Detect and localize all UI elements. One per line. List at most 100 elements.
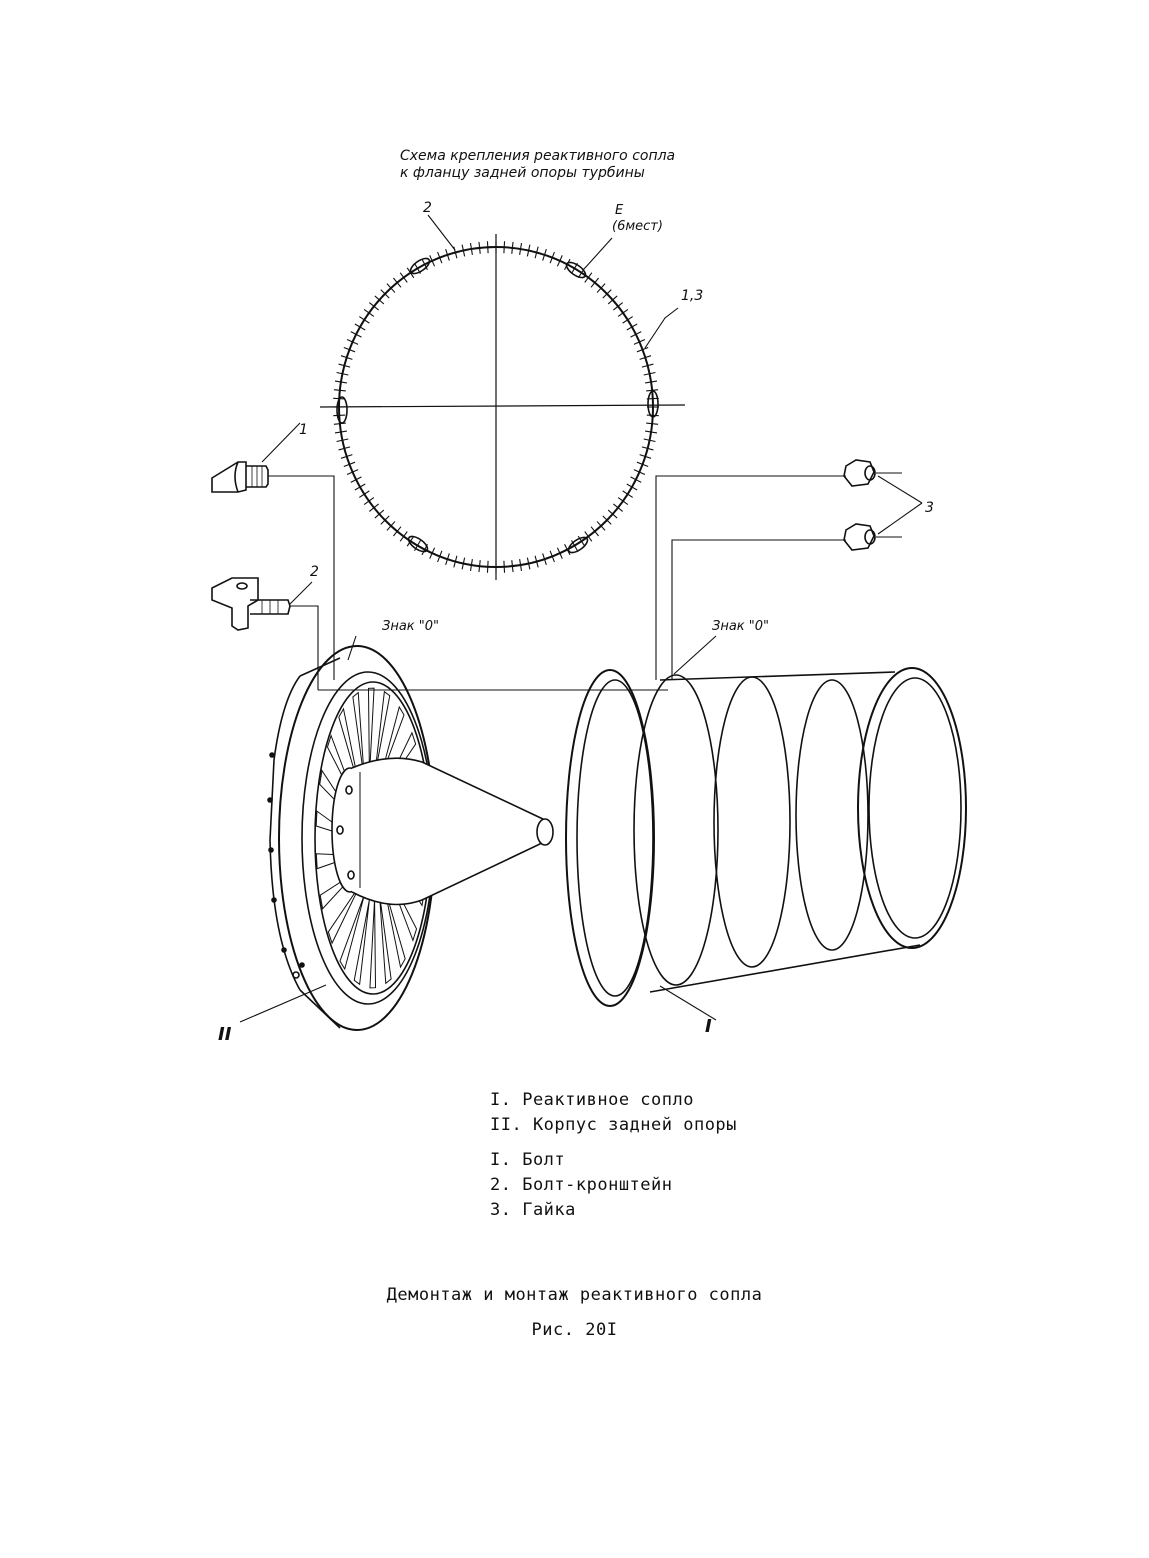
circle-tick	[346, 469, 359, 476]
nut-part-3	[655, 459, 923, 680]
circle-tick	[602, 289, 612, 299]
circle-tick	[549, 251, 555, 264]
circle-tick	[350, 331, 362, 338]
circle-tick	[617, 308, 629, 317]
turbine-vane	[378, 894, 392, 985]
circle-tick	[392, 277, 402, 288]
circle-tick	[340, 355, 353, 360]
circle-tick	[338, 446, 351, 451]
circle-tick	[534, 555, 539, 568]
circle-tick	[639, 454, 652, 459]
circle-tick	[478, 560, 481, 573]
turbine-vane	[327, 884, 361, 945]
circle-tick	[622, 490, 634, 498]
circle-tick	[363, 497, 375, 506]
callout-roman-2: II	[218, 1024, 232, 1045]
circle-tick	[641, 363, 654, 368]
circle-tick	[429, 255, 436, 267]
circle-tick	[358, 316, 370, 324]
circle-tick	[556, 255, 563, 267]
circle-tick	[354, 323, 366, 331]
circle-tick	[584, 531, 593, 542]
circle-tick	[336, 371, 349, 376]
callout-1-3: 1,3	[681, 288, 703, 304]
circle-tick	[596, 283, 606, 293]
circle-tick	[645, 380, 658, 384]
legend-item-nozzle: I. Реактивное сопло	[490, 1090, 694, 1110]
circle-tick	[643, 371, 656, 376]
circle-tick	[334, 430, 347, 434]
circle-tick	[626, 323, 638, 331]
turbine-vane	[383, 884, 406, 969]
circle-tick	[646, 422, 659, 425]
turbine-vane	[369, 899, 377, 989]
turbine-vane	[352, 691, 366, 782]
circle-tick	[534, 246, 539, 259]
circle-tick	[526, 557, 531, 570]
circle-tick	[646, 389, 659, 392]
circle-tick	[399, 272, 408, 283]
circle-tick	[368, 503, 379, 512]
circle-tick	[478, 241, 481, 254]
circle-tick	[469, 559, 473, 572]
circle-tick	[511, 560, 514, 573]
circle-tick	[590, 277, 600, 288]
circle-tick	[556, 547, 563, 559]
circle-tick	[542, 553, 547, 566]
turbine-vane	[319, 871, 358, 910]
circle-tick	[358, 490, 370, 498]
circle-tick	[380, 289, 390, 299]
circle-tick	[519, 242, 523, 255]
circle-tick	[486, 241, 489, 254]
circle-tick	[630, 331, 642, 338]
circle-tick	[626, 483, 638, 491]
circle-tick	[469, 242, 473, 255]
callout-3: 3	[925, 500, 934, 516]
circle-tick	[368, 302, 379, 311]
circle-tick	[645, 430, 658, 434]
circle-tick	[386, 283, 396, 293]
zero-mark-left: Знак "0"	[382, 619, 439, 634]
circle-tick	[542, 248, 547, 261]
callout-2-scheme: 2	[423, 200, 432, 216]
circle-tick	[590, 526, 600, 537]
bolt-bracket-part-2	[211, 577, 319, 690]
mount-place-marker	[336, 257, 659, 554]
circle-tick	[622, 316, 634, 324]
legend-item-bolt-bracket: 2. Болт-кронштейн	[490, 1175, 673, 1195]
turbine-vane	[378, 705, 405, 782]
circle-tick	[336, 438, 349, 443]
circle-tick	[437, 251, 443, 264]
scheme-title-line2: к фланцу задней опоры турбины	[400, 165, 645, 181]
circle-tick	[641, 446, 654, 451]
circle-tick	[333, 422, 346, 425]
scheme-title-line1: Схема крепления реактивного сопла	[400, 148, 675, 164]
legend-item-housing: II. Корпус задней опоры	[490, 1115, 737, 1135]
circle-tick	[350, 476, 362, 483]
circle-tick	[636, 461, 649, 468]
circle-tick	[445, 553, 450, 566]
circle-tick	[461, 244, 466, 257]
legend-item-nut: 3. Гайка	[490, 1200, 576, 1220]
circle-tick	[639, 355, 652, 360]
circle-tick	[445, 248, 450, 261]
circle-tick	[392, 526, 402, 537]
circle-tick	[630, 476, 642, 483]
circle-tick	[602, 515, 612, 525]
circle-tick	[346, 338, 359, 345]
circle-tick	[340, 454, 353, 459]
jet-nozzle	[318, 635, 967, 1021]
circle-tick	[399, 531, 408, 542]
turbine-vane	[374, 690, 391, 777]
circle-tick	[646, 414, 659, 417]
circle-tick	[549, 550, 555, 563]
circle-tick	[429, 547, 436, 559]
circle-tick	[453, 555, 458, 568]
circle-tick	[374, 509, 385, 519]
circle-tick	[564, 543, 571, 556]
callout-e: E	[615, 203, 624, 218]
circle-tick	[406, 535, 415, 547]
circle-tick	[343, 461, 356, 468]
circle-tick	[354, 483, 366, 491]
